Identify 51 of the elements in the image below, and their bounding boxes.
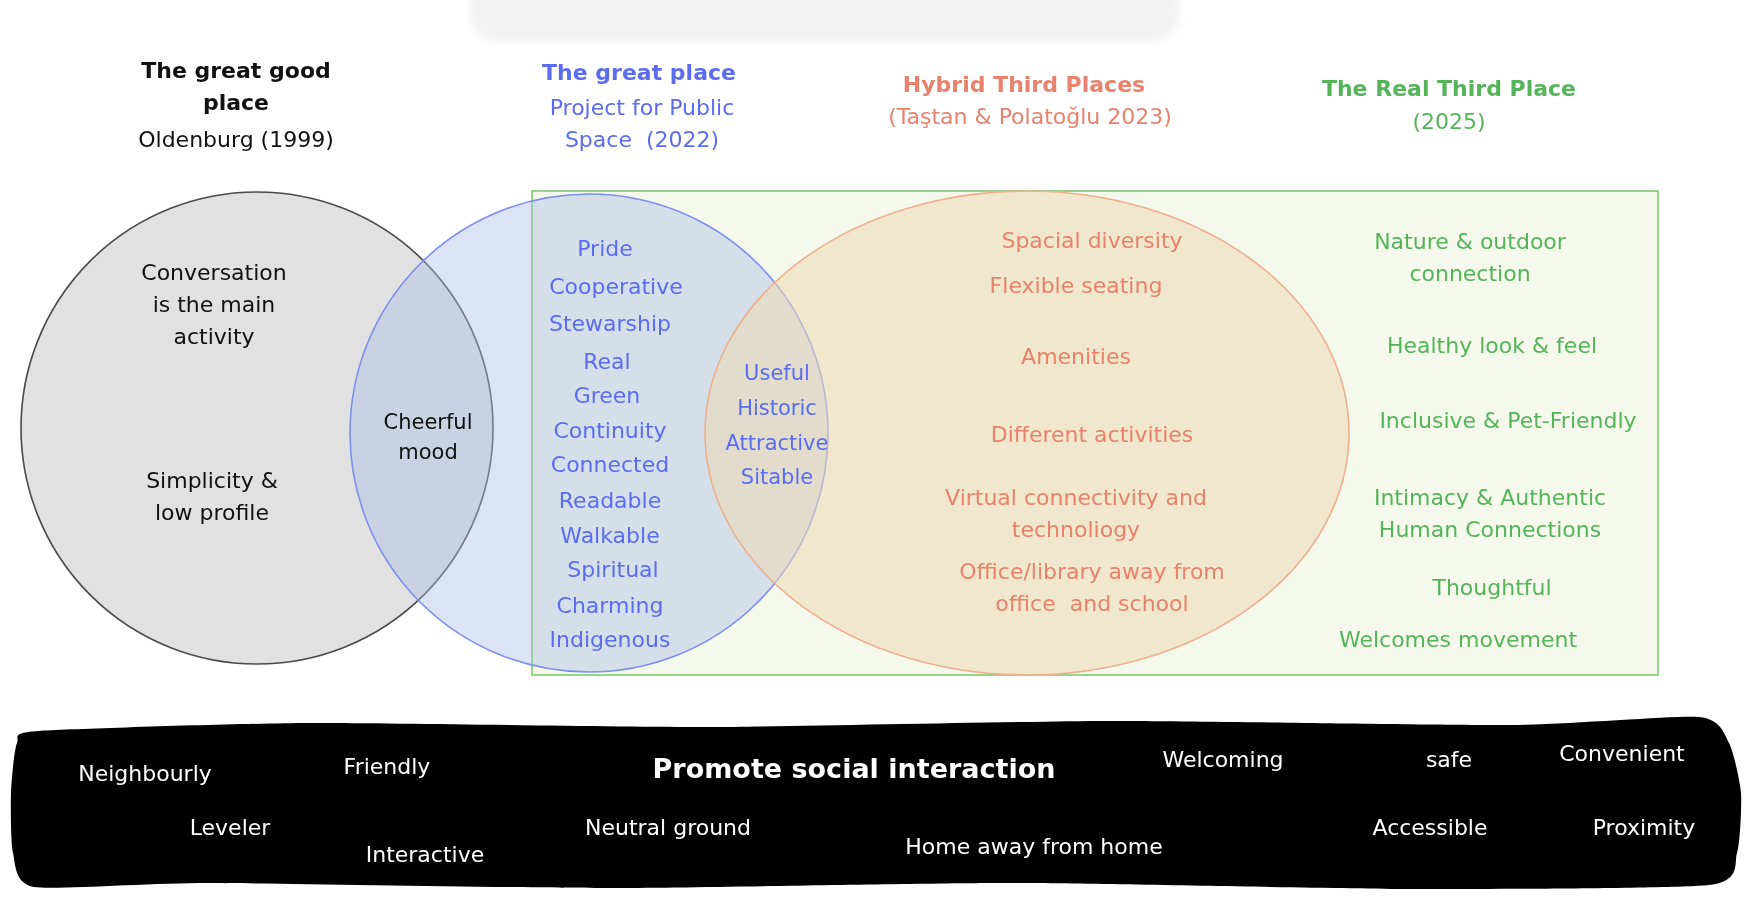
- band-title: Promote social interaction: [651, 752, 1057, 787]
- keyword-text: safe: [1424, 746, 1474, 775]
- attribute-text: Spacial diversity: [1000, 227, 1184, 256]
- group-heading: The great place: [541, 59, 737, 88]
- attribute-text: Nature & outdoor connection: [1373, 228, 1567, 288]
- attribute-text: Flexible seating: [988, 272, 1164, 301]
- attribute-text: Intimacy & Authentic Human Connections: [1372, 484, 1608, 544]
- overlap-text: Useful: [743, 359, 811, 387]
- source-citation: (Taştan & Polatoğlu 2023): [887, 103, 1173, 132]
- attribute-text: Charming: [555, 592, 665, 621]
- attribute-text: Conversation is the main activity: [140, 259, 288, 351]
- attribute-text: Inclusive & Pet-Friendly: [1378, 407, 1638, 436]
- group-heading: The great good place: [140, 57, 332, 117]
- keyword-text: Interactive: [364, 841, 486, 870]
- attribute-text: Spiritual: [566, 556, 660, 585]
- keyword-text: Convenient: [1558, 740, 1686, 769]
- keyword-text: Neutral ground: [584, 814, 752, 843]
- attribute-text: Readable: [557, 487, 663, 516]
- overlap-text: Historic: [736, 394, 818, 422]
- attribute-text: Amenities: [1020, 343, 1132, 372]
- attribute-text: Real: [582, 348, 632, 377]
- keyword-text: Proximity: [1591, 814, 1697, 843]
- keyword-text: Friendly: [342, 753, 432, 782]
- keyword-text: Welcoming: [1161, 746, 1285, 775]
- attribute-text: Welcomes movement: [1337, 626, 1579, 655]
- keyword-text: Accessible: [1371, 814, 1489, 843]
- group-heading: Hybrid Third Places: [901, 71, 1147, 100]
- keyword-text: Home away from home: [904, 833, 1164, 862]
- attribute-text: Virtual connectivity and technoliogy: [944, 484, 1208, 544]
- source-citation: (2025): [1411, 108, 1487, 137]
- attribute-text: Connected: [549, 451, 671, 480]
- attribute-text: Stewarship: [547, 310, 673, 339]
- attribute-text: Continuity: [552, 417, 668, 446]
- keyword-text: Leveler: [188, 814, 272, 843]
- attribute-text: Office/library away from office and school: [958, 558, 1226, 618]
- keyword-text: Neighbourly: [77, 760, 213, 789]
- attribute-text: Healthy look & feel: [1385, 332, 1599, 361]
- attribute-text: Different activities: [989, 421, 1195, 450]
- source-citation: Oldenburg (1999): [137, 126, 335, 155]
- overlap-text: Cheerful mood: [382, 408, 474, 466]
- attribute-text: Pride: [576, 235, 634, 264]
- attribute-text: Walkable: [559, 522, 661, 551]
- attribute-text: Indigenous: [548, 626, 672, 655]
- source-citation: Project for Public Space (2022): [548, 94, 736, 154]
- attribute-text: Cooperative: [548, 273, 684, 302]
- group-heading: The Real Third Place: [1320, 75, 1578, 104]
- overlap-text: Sitable: [739, 463, 815, 491]
- attribute-text: Thoughtful: [1431, 574, 1553, 603]
- overlap-text: Attractive: [724, 429, 830, 457]
- attribute-text: Simplicity & low profile: [145, 467, 279, 527]
- attribute-text: Green: [572, 382, 642, 411]
